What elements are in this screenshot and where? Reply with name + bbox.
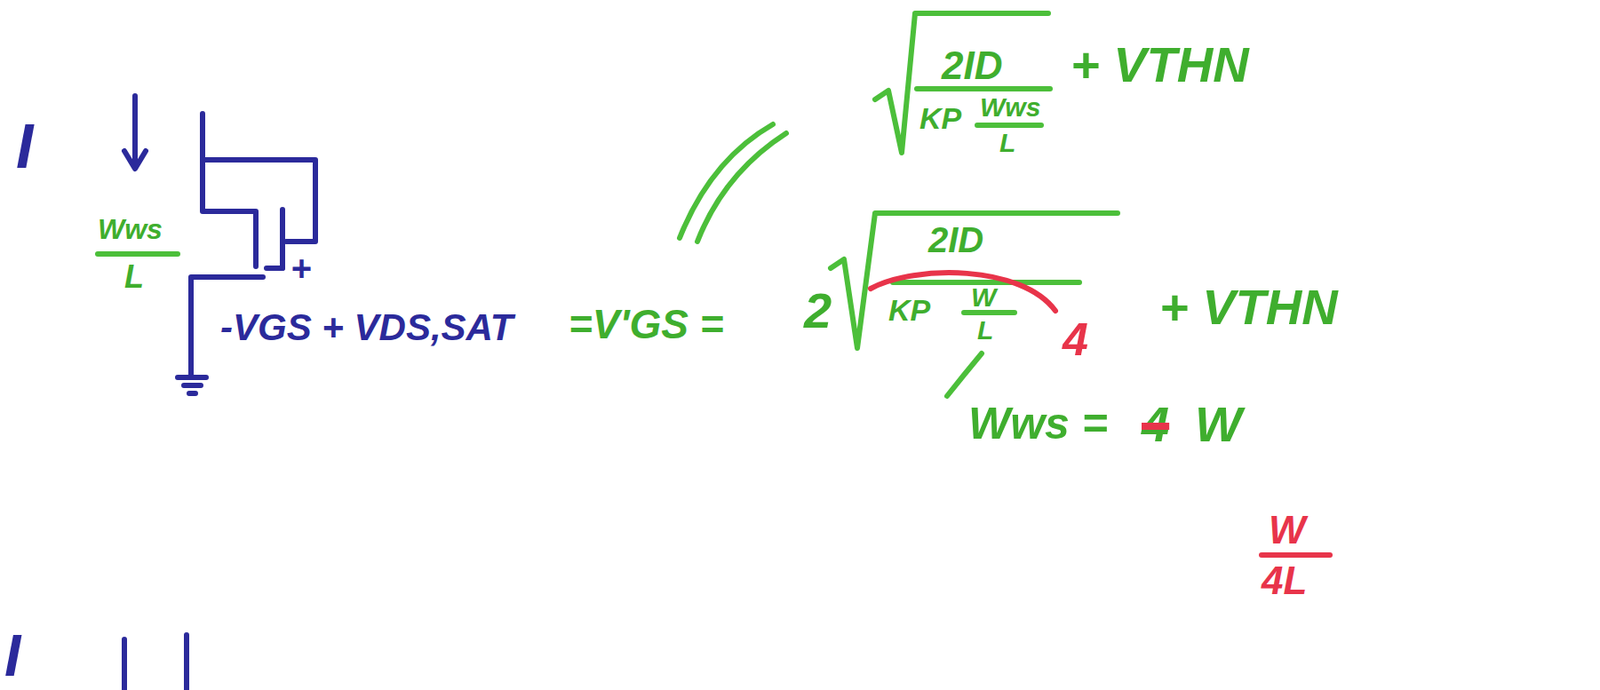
symbol: Wws [97,214,163,244]
symbol: W [971,284,996,311]
coefficient: 2 [803,286,832,336]
struck-value: 4 [1141,399,1170,450]
symbol: W [1194,399,1242,450]
polarity-mark: + [290,250,311,287]
expression: =V'GS = [568,303,725,345]
correction: 4L [1261,561,1307,601]
numerator: 2ID [941,46,1003,86]
expression: Wws = [968,401,1108,446]
symbol: Wws [979,94,1041,121]
symbol: L [977,317,994,344]
symbol: KP [919,103,962,134]
expression: + VTHN [1070,39,1250,90]
current-label: I [4,626,21,685]
mosfet-symbol [124,95,316,690]
symbol: L [124,261,144,294]
correction: W [1268,510,1306,550]
numerator: 2ID [928,222,984,258]
symbol: L [999,129,1016,157]
current-label: I [15,115,33,178]
symbol: KP [888,294,931,326]
green-strokes [97,13,1118,397]
expression: -VGS + VDS,SAT [220,309,513,347]
expression: + VTHN [1159,282,1338,333]
correction: 4 [1062,316,1089,363]
